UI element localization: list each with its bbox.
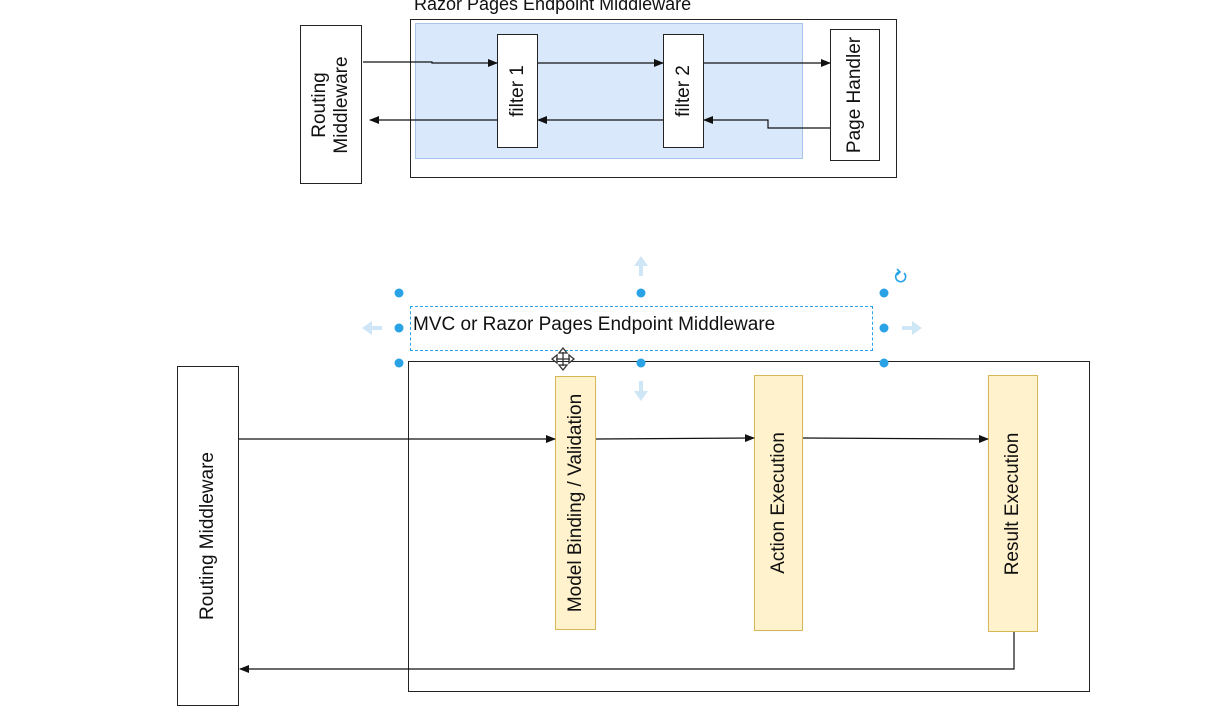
filter-region[interactable] <box>415 23 803 159</box>
arrow-left-icon <box>362 321 382 335</box>
bottom-routing-middleware[interactable]: Routing Middleware <box>177 366 239 706</box>
bottom-arrow-action-to-result <box>802 434 989 443</box>
filter-1[interactable]: filter 1 <box>497 34 538 148</box>
top-title[interactable]: Razor Pages Endpoint Middleware <box>414 0 692 14</box>
model-binding-stage[interactable]: Model Binding / Validation <box>555 376 596 630</box>
bottom-arrow-result-to-routing <box>239 632 1015 673</box>
rotate-icon <box>894 268 907 283</box>
selection-handle-top-right[interactable] <box>879 288 889 298</box>
arrow-right-icon <box>902 321 922 335</box>
move-cursor-icon <box>550 346 576 372</box>
filter-2[interactable]: filter 2 <box>663 34 704 148</box>
bottom-title: MVC or Razor Pages Endpoint Middleware <box>413 314 776 335</box>
arrow-up-icon <box>634 256 648 276</box>
result-execution-stage[interactable]: Result Execution <box>988 375 1038 632</box>
arrow-down-icon <box>634 381 648 401</box>
page-handler[interactable]: Page Handler <box>830 29 880 161</box>
selection-handle-bottom-right[interactable] <box>879 358 889 368</box>
bottom-diagram: Routing Middleware Model Binding / Valid… <box>0 250 1225 722</box>
selection-handle-right[interactable] <box>879 323 889 333</box>
selected-title-box[interactable]: MVC or Razor Pages Endpoint Middleware <box>410 306 873 351</box>
bottom-arrow-binding-to-action <box>595 434 755 443</box>
action-execution-stage[interactable]: Action Execution <box>754 375 803 631</box>
top-arrow-routing-to-filter1 <box>363 59 498 67</box>
selection-handle-top-left[interactable] <box>394 288 404 298</box>
bottom-endpoint-container[interactable] <box>408 361 1090 692</box>
selection-handle-top[interactable] <box>636 288 646 298</box>
top-arrow-handler-to-filter2 <box>703 116 830 129</box>
selection-handle-bottom-left[interactable] <box>394 358 404 368</box>
selection-handle-left[interactable] <box>394 323 404 333</box>
selection-handle-bottom[interactable] <box>636 358 646 368</box>
